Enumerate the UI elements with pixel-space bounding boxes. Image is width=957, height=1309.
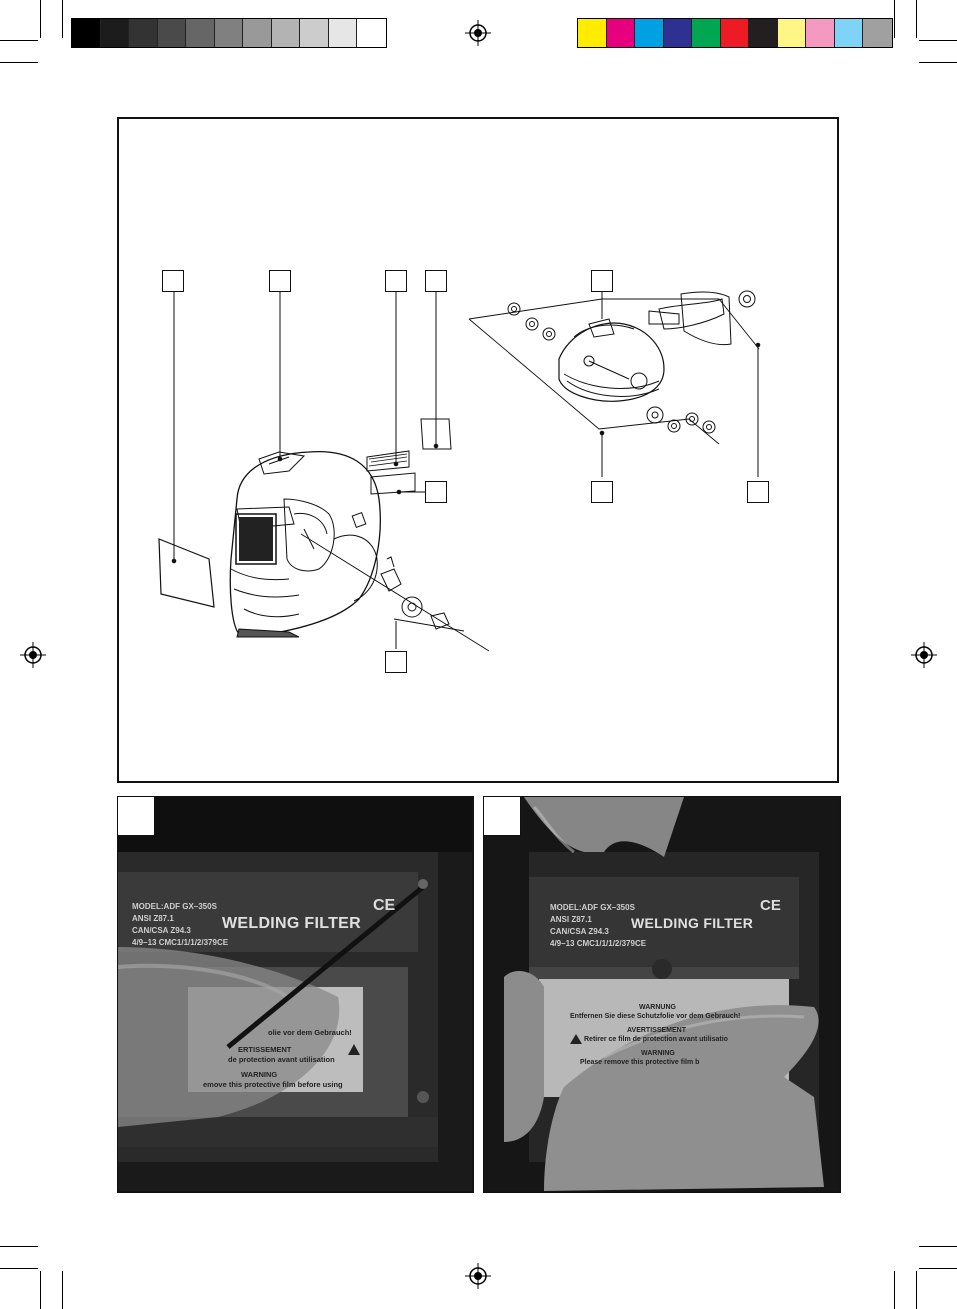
crop-mark: [0, 1246, 38, 1247]
process-swatch: [663, 19, 692, 47]
process-swatch: [834, 19, 863, 47]
warning-fr-heading: ERTISSEMENT: [238, 1045, 292, 1054]
photo-insert-filter: MODEL:ADF GX–350S ANSI Z87.1 CAN/CSA Z94…: [483, 796, 841, 1193]
process-swatch: [578, 19, 607, 47]
callout-label: [269, 270, 291, 292]
grayscale-swatch: [243, 19, 272, 47]
process-swatch: [635, 19, 664, 47]
crop-mark: [919, 1268, 957, 1269]
warning-en-text: emove this protective film before using: [203, 1080, 343, 1089]
registration-mark-icon: [465, 20, 491, 46]
grayscale-swatch: [328, 19, 357, 47]
crop-mark: [0, 1268, 38, 1269]
filter-can-csa-text: CAN/CSA Z94.3: [550, 927, 609, 936]
process-swatch: [806, 19, 835, 47]
crop-mark: [919, 40, 957, 41]
grayscale-swatch: [271, 19, 300, 47]
filter-title: WELDING FILTER: [222, 915, 361, 932]
grayscale-swatch: [157, 19, 186, 47]
crop-mark: [919, 62, 957, 63]
crop-mark: [62, 0, 63, 38]
warning-fr-text: de protection avant utilisation: [228, 1055, 335, 1064]
warning-en-heading: WARNING: [641, 1050, 675, 1057]
crop-mark: [894, 1271, 895, 1309]
process-swatch: [777, 19, 806, 47]
warning-de-text: Entfernen Sie diese Schutzfolie vor dem …: [570, 1013, 741, 1020]
filter-title: WELDING FILTER: [631, 915, 754, 931]
process-swatch: [606, 19, 635, 47]
crop-mark: [916, 1271, 917, 1309]
warning-de-heading: WARNUNG: [639, 1004, 676, 1011]
warning-en-heading: WARNING: [241, 1070, 278, 1079]
warning-fr-text: Retirer ce film de protection avant util…: [584, 1036, 728, 1043]
grayscale-swatch: [186, 19, 215, 47]
callout-label: [385, 270, 407, 292]
photo-step-label: [483, 796, 521, 836]
grayscale-swatch: [214, 19, 243, 47]
callout-label: [385, 651, 407, 673]
grayscale-swatch: [129, 19, 158, 47]
crop-mark: [0, 40, 38, 41]
grayscale-swatch: [300, 19, 329, 47]
photo-remove-filter-screws: MODEL:ADF GX–350S ANSI Z87.1 CAN/CSA Z94…: [117, 796, 474, 1193]
registration-mark-icon: [911, 642, 937, 668]
filter-ansi-text: ANSI Z87.1: [550, 915, 592, 924]
registration-mark-icon: [465, 1263, 491, 1289]
process-swatch: [720, 19, 749, 47]
filter-cert-text: 4/9–13 CMC1/1/1/2/379CE: [132, 938, 229, 947]
ce-mark: CE: [373, 897, 396, 914]
crop-mark: [0, 62, 38, 63]
warning-en-text: Please remove this protective film b: [580, 1059, 700, 1066]
filter-cert-text: 4/9–13 CMC1/1/1/2/379CE: [550, 939, 647, 948]
filter-model-text: MODEL:ADF GX–350S: [132, 902, 217, 911]
crop-mark: [40, 1271, 41, 1309]
filter-model-text: MODEL:ADF GX–350S: [550, 903, 635, 912]
photo-step-label: [117, 796, 155, 836]
crop-mark: [62, 1271, 63, 1309]
ce-mark: CE: [760, 897, 781, 914]
exploded-view-diagram: [158, 290, 761, 652]
warning-fr-heading: AVERTISSEMENT: [627, 1027, 686, 1034]
exploded-view-frame: [117, 117, 839, 783]
filter-ansi-text: ANSI Z87.1: [132, 914, 174, 923]
filter-can-csa-text: CAN/CSA Z94.3: [132, 926, 191, 935]
callout-label: [162, 270, 184, 292]
crop-mark: [916, 0, 917, 38]
photo-left-background: [118, 797, 472, 1191]
grayscale-swatch: [357, 19, 386, 47]
process-color-bar: [577, 18, 893, 48]
process-swatch: [749, 19, 778, 47]
crop-mark: [894, 0, 895, 38]
photo-right-background: [484, 797, 839, 1191]
callout-label: [425, 270, 447, 292]
callout-label: [747, 481, 769, 503]
registration-mark-icon: [20, 642, 46, 668]
crop-mark: [919, 1246, 957, 1247]
grayscale-swatch: [72, 19, 101, 47]
callout-label: [591, 481, 613, 503]
process-swatch: [863, 19, 892, 47]
grayscale-color-bar: [71, 18, 387, 48]
grayscale-swatch: [100, 19, 129, 47]
crop-mark: [40, 0, 41, 38]
callout-label: [591, 270, 613, 292]
callout-label: [425, 481, 447, 503]
process-swatch: [692, 19, 721, 47]
warning-de-text: olie vor dem Gebrauch!: [268, 1028, 352, 1037]
